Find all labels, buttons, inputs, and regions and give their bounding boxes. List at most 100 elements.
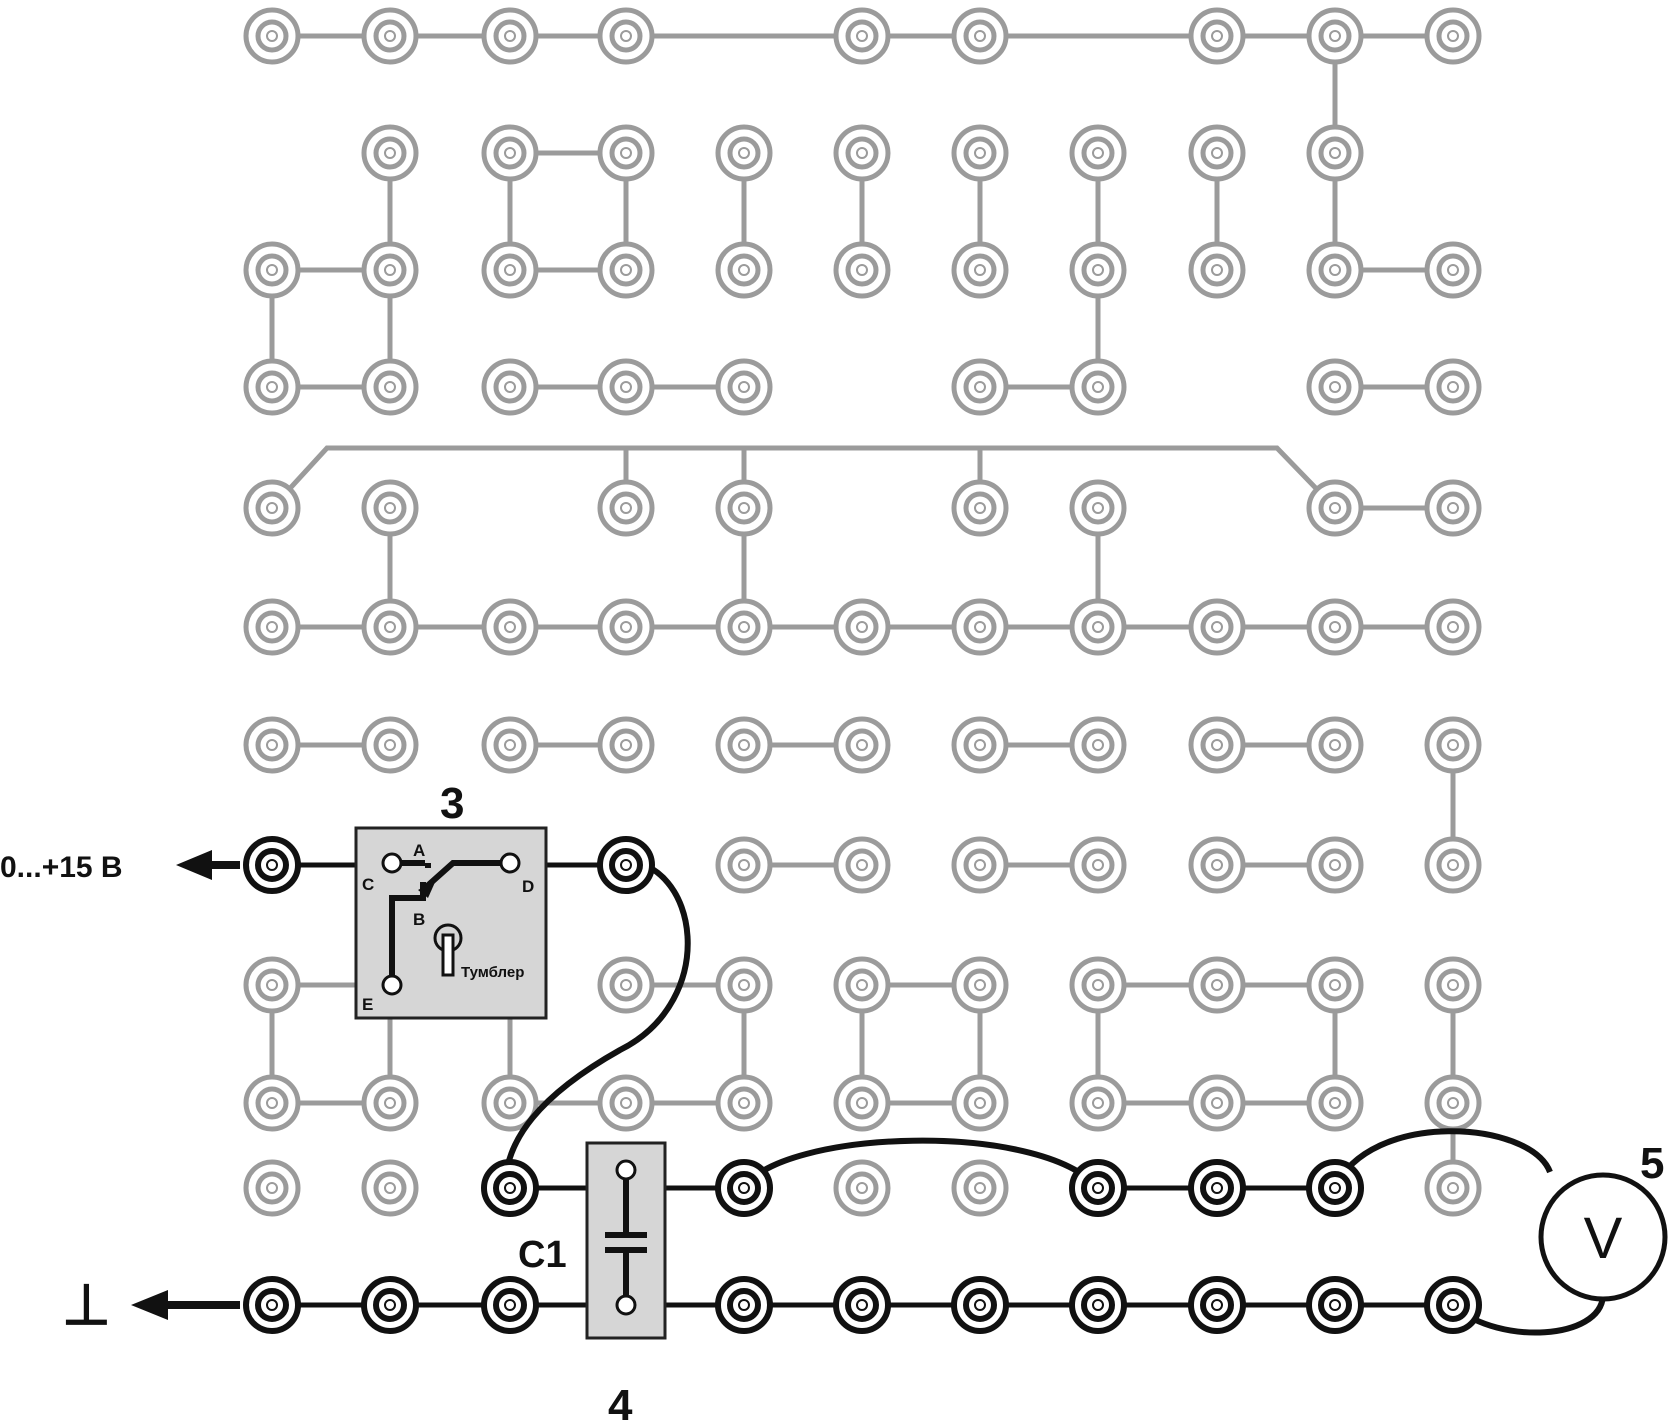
socket[interactable] — [715, 716, 773, 774]
socket[interactable] — [1306, 241, 1364, 299]
socket[interactable] — [481, 241, 539, 299]
socket[interactable] — [715, 358, 773, 416]
socket[interactable] — [1424, 1276, 1482, 1334]
socket[interactable] — [361, 1159, 419, 1217]
socket[interactable] — [361, 1276, 419, 1334]
socket[interactable] — [951, 956, 1009, 1014]
socket[interactable] — [481, 358, 539, 416]
socket[interactable] — [1188, 7, 1246, 65]
socket[interactable] — [1069, 836, 1127, 894]
socket[interactable] — [1306, 598, 1364, 656]
socket[interactable] — [1306, 1074, 1364, 1132]
socket[interactable] — [243, 716, 301, 774]
socket[interactable] — [1306, 716, 1364, 774]
socket[interactable] — [1069, 1074, 1127, 1132]
socket[interactable] — [1188, 956, 1246, 1014]
socket[interactable] — [243, 956, 301, 1014]
socket[interactable] — [715, 598, 773, 656]
socket[interactable] — [715, 124, 773, 182]
socket[interactable] — [1069, 598, 1127, 656]
socket[interactable] — [833, 1276, 891, 1334]
socket[interactable] — [1188, 124, 1246, 182]
socket[interactable] — [951, 7, 1009, 65]
socket[interactable] — [481, 1159, 539, 1217]
socket[interactable] — [1424, 716, 1482, 774]
socket[interactable] — [1188, 1074, 1246, 1132]
socket[interactable] — [243, 358, 301, 416]
socket[interactable] — [361, 358, 419, 416]
socket[interactable] — [951, 358, 1009, 416]
socket[interactable] — [243, 7, 301, 65]
socket[interactable] — [1306, 7, 1364, 65]
socket[interactable] — [1188, 241, 1246, 299]
socket[interactable] — [715, 1159, 773, 1217]
socket[interactable] — [597, 716, 655, 774]
socket[interactable] — [361, 241, 419, 299]
socket[interactable] — [833, 598, 891, 656]
socket[interactable] — [1069, 241, 1127, 299]
socket[interactable] — [951, 716, 1009, 774]
socket[interactable] — [833, 956, 891, 1014]
socket[interactable] — [1424, 1074, 1482, 1132]
socket[interactable] — [481, 1074, 539, 1132]
capacitor-component[interactable] — [585, 1141, 667, 1340]
socket[interactable] — [1188, 836, 1246, 894]
socket[interactable] — [481, 124, 539, 182]
socket[interactable] — [1188, 1159, 1246, 1217]
socket[interactable] — [597, 598, 655, 656]
socket[interactable] — [481, 716, 539, 774]
socket[interactable] — [597, 956, 655, 1014]
socket[interactable] — [481, 1276, 539, 1334]
socket[interactable] — [715, 956, 773, 1014]
socket[interactable] — [1306, 358, 1364, 416]
socket[interactable] — [951, 241, 1009, 299]
socket[interactable] — [1188, 716, 1246, 774]
socket[interactable] — [597, 1074, 655, 1132]
socket[interactable] — [833, 836, 891, 894]
socket[interactable] — [597, 124, 655, 182]
socket[interactable] — [1188, 598, 1246, 656]
socket[interactable] — [361, 598, 419, 656]
socket[interactable] — [597, 358, 655, 416]
socket[interactable] — [951, 479, 1009, 537]
socket[interactable] — [597, 7, 655, 65]
socket[interactable] — [1188, 1276, 1246, 1334]
socket[interactable] — [715, 836, 773, 894]
socket[interactable] — [1069, 956, 1127, 1014]
socket[interactable] — [1069, 1159, 1127, 1217]
socket[interactable] — [1424, 598, 1482, 656]
socket[interactable] — [1306, 1276, 1364, 1334]
socket[interactable] — [243, 836, 301, 894]
socket[interactable] — [1306, 956, 1364, 1014]
socket[interactable] — [833, 1159, 891, 1217]
socket[interactable] — [243, 479, 301, 537]
socket[interactable] — [481, 598, 539, 656]
socket[interactable] — [243, 241, 301, 299]
socket[interactable] — [1424, 358, 1482, 416]
socket[interactable] — [951, 1276, 1009, 1334]
socket[interactable] — [1424, 479, 1482, 537]
socket[interactable] — [1069, 716, 1127, 774]
socket[interactable] — [361, 124, 419, 182]
socket[interactable] — [361, 479, 419, 537]
socket[interactable] — [243, 1159, 301, 1217]
socket[interactable] — [1069, 479, 1127, 537]
socket[interactable] — [361, 7, 419, 65]
socket[interactable] — [833, 241, 891, 299]
socket[interactable] — [951, 836, 1009, 894]
socket[interactable] — [1069, 124, 1127, 182]
socket[interactable] — [833, 7, 891, 65]
socket[interactable] — [951, 1159, 1009, 1217]
toggle-switch-component[interactable]: A C D B E Тумблер — [354, 826, 548, 1020]
socket[interactable] — [1306, 124, 1364, 182]
socket[interactable] — [597, 479, 655, 537]
socket[interactable] — [597, 836, 655, 894]
socket[interactable] — [715, 1276, 773, 1334]
socket[interactable] — [951, 124, 1009, 182]
socket[interactable] — [951, 598, 1009, 656]
socket[interactable] — [833, 124, 891, 182]
socket[interactable] — [1306, 479, 1364, 537]
socket[interactable] — [1424, 956, 1482, 1014]
socket[interactable] — [1424, 836, 1482, 894]
socket[interactable] — [715, 479, 773, 537]
